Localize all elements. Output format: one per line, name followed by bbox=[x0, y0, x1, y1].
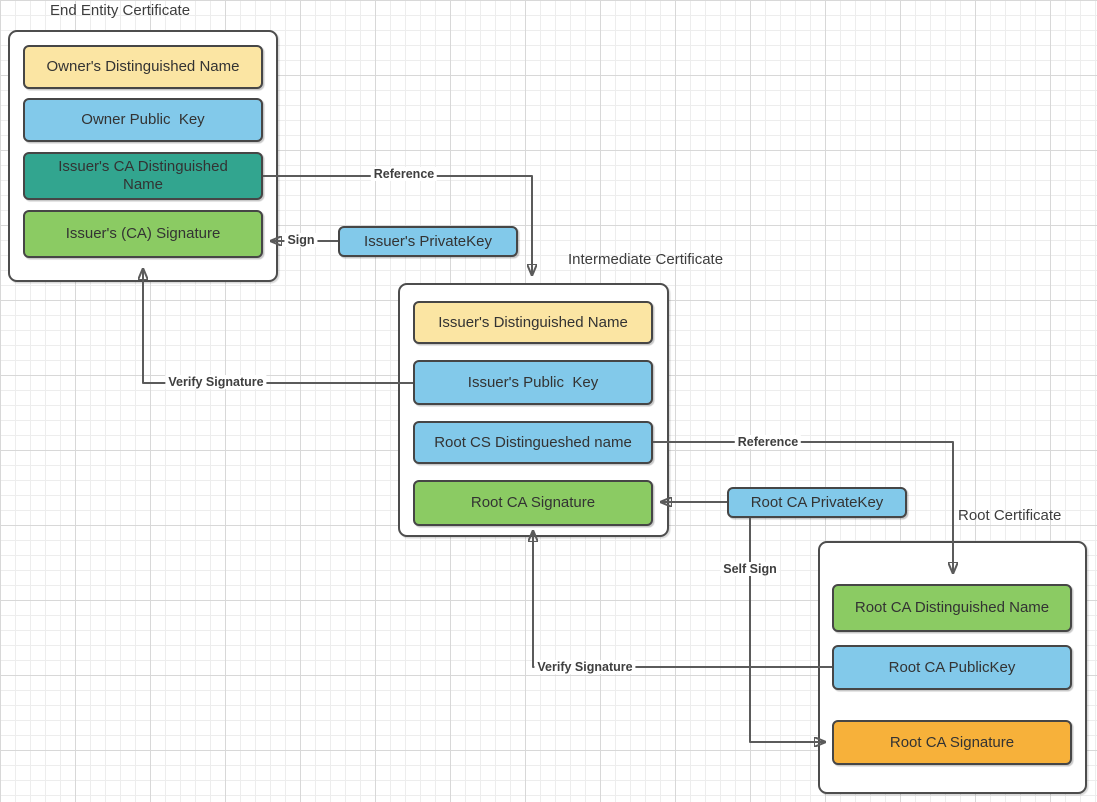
connector-verify-signature-root bbox=[533, 532, 832, 668]
field-label: Issuer's CA Distinguished Name bbox=[58, 158, 232, 193]
field-label: Root CA Signature bbox=[470, 494, 596, 511]
field-label: Root CS Distingueshed name bbox=[434, 433, 632, 451]
field-label: Root CA PublicKey bbox=[888, 658, 1016, 676]
connector-verify-signature-intermediate bbox=[143, 270, 413, 384]
connector-label-reference-top: Reference bbox=[370, 167, 438, 181]
field-owners-distinguished-name[interactable]: Owner's Distinguished Name bbox=[23, 45, 263, 89]
connector-label-self-sign: Self Sign bbox=[720, 562, 780, 576]
connector-label-verify-signature-root: Verify Signature bbox=[534, 660, 636, 674]
field-issuers-ca-distinguished-name[interactable]: Issuer's CA Distinguished Name bbox=[23, 152, 263, 200]
field-root-ca-signature-intermediate[interactable]: Root CA Signature bbox=[413, 480, 653, 526]
connector-self-sign bbox=[749, 518, 824, 742]
field-label: Owner Public Key bbox=[81, 111, 205, 128]
field-label: Owner's Distinguished Name bbox=[46, 58, 240, 75]
field-label: Root CA Distinguished Name bbox=[854, 599, 1050, 616]
field-root-cs-distingueshed-name[interactable]: Root CS Distingueshed name bbox=[413, 421, 653, 464]
connector-label-reference-bottom: Reference bbox=[734, 435, 802, 449]
field-root-ca-publickey[interactable]: Root CA PublicKey bbox=[832, 645, 1072, 690]
field-owner-public-key[interactable]: Owner Public Key bbox=[23, 98, 263, 142]
box-issuers-privatekey[interactable]: Issuer's PrivateKey bbox=[338, 226, 518, 257]
field-root-ca-distinguished-name[interactable]: Root CA Distinguished Name bbox=[832, 584, 1072, 632]
connector-reference-top bbox=[263, 175, 532, 274]
connector-label-sign: Sign bbox=[284, 233, 318, 247]
field-label: Issuer's Public Key bbox=[467, 373, 599, 391]
field-label: Issuer's PrivateKey bbox=[364, 232, 492, 250]
field-label: Root CA Signature bbox=[889, 733, 1015, 751]
field-issuers-distinguished-name[interactable]: Issuer's Distinguished Name bbox=[413, 301, 653, 344]
end-entity-certificate-title: End Entity Certificate bbox=[50, 2, 191, 19]
field-label: Issuer's Distinguished Name bbox=[438, 313, 628, 331]
field-root-ca-signature-root[interactable]: Root CA Signature bbox=[832, 720, 1072, 765]
field-issuers-ca-signature[interactable]: Issuer's (CA) Signature bbox=[23, 210, 263, 258]
field-label: Issuer's (CA) Signature bbox=[65, 225, 221, 242]
intermediate-certificate-title: Intermediate Certificate bbox=[568, 251, 724, 268]
box-root-ca-privatekey[interactable]: Root CA PrivateKey bbox=[727, 487, 907, 518]
root-certificate-title: Root Certificate bbox=[958, 507, 1062, 524]
field-label: Root CA PrivateKey bbox=[750, 493, 884, 511]
connector-label-verify-signature-intermediate: Verify Signature bbox=[165, 375, 267, 389]
field-issuers-public-key[interactable]: Issuer's Public Key bbox=[413, 360, 653, 405]
